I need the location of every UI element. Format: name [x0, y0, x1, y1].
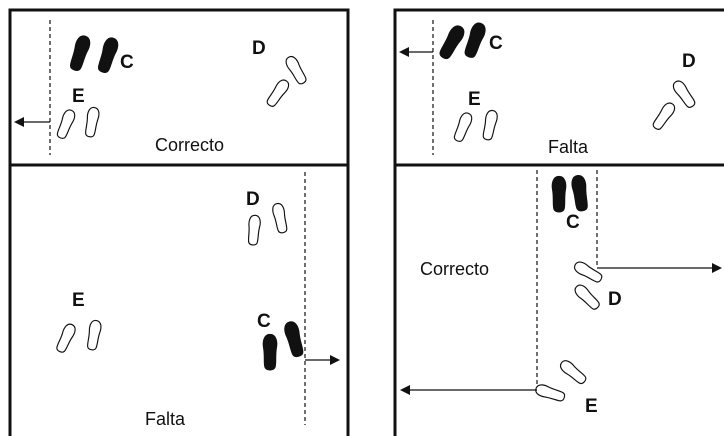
panel-bottom-left: D E C Falta — [54, 172, 340, 429]
outline-foot — [650, 100, 678, 133]
right-diagram-frame — [393, 8, 724, 436]
outline-foot — [54, 321, 78, 355]
label-d: D — [246, 189, 260, 210]
dark-feet-c — [436, 20, 488, 62]
arrow-left — [14, 117, 50, 127]
outline-foot — [54, 107, 78, 141]
light-feet-d — [650, 78, 698, 133]
caption-bottom-right: Correcto — [420, 259, 489, 279]
outline-foot — [572, 282, 603, 313]
label-e: E — [72, 86, 85, 107]
light-feet-e — [451, 108, 500, 144]
right-diagram: C D E Falta C Correcto — [393, 8, 724, 436]
outline-foot — [83, 105, 101, 139]
dark-foot — [282, 319, 306, 359]
dark-feet-c — [551, 174, 590, 213]
caption-top-left: Correcto — [155, 135, 224, 155]
label-c: C — [566, 212, 580, 233]
label-d: D — [252, 38, 266, 59]
outline-foot — [670, 78, 698, 111]
arrow-left — [399, 47, 433, 57]
outline-foot — [246, 214, 262, 246]
label-e: E — [468, 89, 481, 110]
dark-foot — [262, 333, 278, 371]
label-c: C — [257, 311, 271, 332]
outline-foot — [533, 382, 567, 404]
panel-bottom-right: C Correcto D E — [400, 170, 722, 417]
label-d: D — [682, 51, 696, 72]
light-feet-e — [54, 105, 101, 141]
light-feet-d — [264, 53, 309, 110]
label-c: C — [120, 52, 134, 73]
dark-foot — [67, 33, 93, 73]
left-diagram-frame — [8, 8, 350, 436]
label-e: E — [72, 290, 85, 311]
dark-feet-c — [67, 33, 121, 75]
outline-foot — [571, 259, 605, 285]
light-feet-e — [54, 318, 103, 355]
arrow-right — [597, 263, 722, 273]
caption-top-right: Falta — [548, 137, 589, 157]
panel-top-left: C D E Correcto — [14, 20, 309, 155]
outline-foot — [85, 318, 103, 352]
outline-foot — [270, 201, 290, 235]
label-d: D — [608, 289, 622, 310]
dark-foot — [570, 174, 590, 213]
outline-foot — [480, 108, 500, 142]
left-diagram: C D E Correcto D E — [8, 8, 350, 436]
arrow-right — [305, 355, 340, 365]
light-feet-e — [533, 357, 589, 404]
outline-foot — [264, 77, 292, 110]
dark-foot — [95, 35, 121, 75]
outline-foot — [557, 357, 589, 387]
label-c: C — [489, 33, 503, 54]
dark-foot — [436, 22, 468, 62]
arrow-left — [400, 385, 537, 395]
dark-foot — [551, 175, 567, 213]
panel-top-right: C D E Falta — [399, 20, 698, 157]
dark-foot — [462, 20, 488, 60]
outline-foot — [451, 110, 475, 144]
label-e: E — [585, 396, 598, 417]
caption-bottom-left: Falta — [145, 409, 186, 429]
